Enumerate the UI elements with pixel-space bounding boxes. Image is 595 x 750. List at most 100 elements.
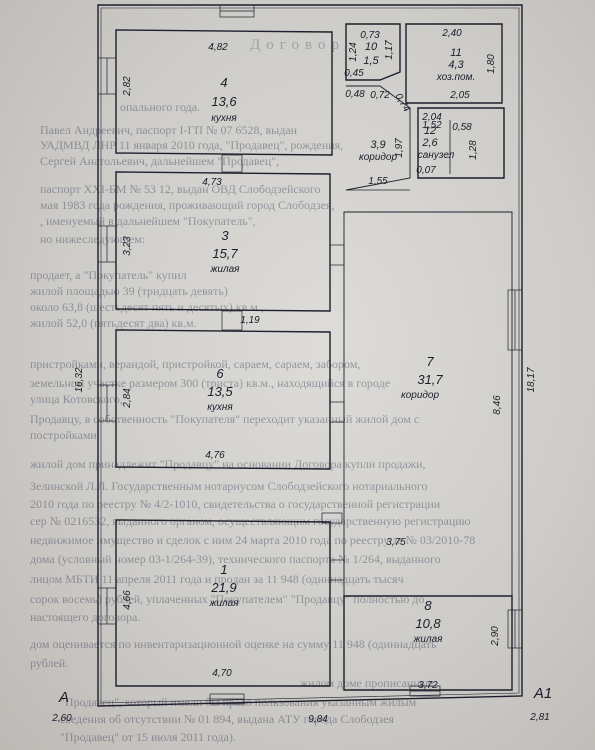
dim-r7-side: 8,46: [492, 395, 503, 415]
room-3-name: жилая: [210, 264, 241, 275]
room-4-number: 4: [220, 75, 227, 90]
dim-r3-bottom: 1,19: [240, 315, 260, 326]
corridor-7-number: 7: [426, 354, 434, 369]
axis-label-left: А: [58, 689, 69, 706]
doc-line: мая 1983 года рождения, проживающий горо…: [40, 198, 335, 212]
dim-r8-top: 3,75: [386, 537, 406, 548]
dim-corner-right: 2,81: [529, 712, 549, 723]
doc-line: земельном участке размером 300 (триста) …: [30, 376, 391, 390]
door-icon: [221, 154, 243, 173]
doc-line: 2010 года по реестру № 4/2-1010, свидете…: [30, 497, 441, 511]
dim-r10-a: 1,24: [348, 42, 359, 62]
corridor-7-name: коридор: [401, 390, 439, 401]
axis-label-right: А1: [533, 685, 552, 702]
room-12-area: 2,6: [421, 137, 438, 149]
dim-r12-c: 0,58: [452, 122, 472, 133]
doc-line: жилом доме прописанные: [300, 676, 434, 690]
doc-line: лицом МБТИ 11 апреля 2011 года и продан …: [30, 572, 404, 586]
dim-r10-d: 0,45: [344, 68, 364, 79]
dim-total-left: 16,32: [74, 367, 85, 392]
room-4-outline: [115, 29, 333, 156]
document-title-fragment: Договор: [250, 37, 345, 53]
room-4-area: 13,6: [211, 94, 237, 109]
room-3-number: 3: [221, 228, 229, 243]
door-icon: [329, 559, 345, 581]
room-1-outline: [115, 519, 331, 687]
corridor-small-area: 3,9: [370, 139, 385, 151]
room-6-number: 6: [216, 366, 224, 381]
dim-r11-bottom: 2,05: [449, 90, 470, 101]
doc-line: Павел Андреевич, паспорт I-ГП № 07 6528,…: [40, 123, 298, 137]
doc-line: Зелинской Л.Л. Государственным нотариусо…: [30, 479, 428, 493]
dim-r12-d: 0,07: [416, 165, 436, 176]
dim-r1-side: 4,66: [122, 590, 133, 610]
dim-corr-a: 0,48: [345, 89, 365, 100]
doc-line: "Продавец" от 15 июля 2011 года).: [60, 730, 236, 744]
doc-line: Сергей Анатольевич, дальнейшем "Продавец…: [40, 154, 280, 168]
room-10-outline: [345, 23, 401, 81]
room-11-name: хоз.пом.: [436, 72, 475, 83]
dim-r6-side: 2,84: [122, 388, 133, 409]
doc-line: постройками.: [30, 428, 100, 442]
dim-r10-c: 1,17: [384, 40, 395, 60]
dim-corr-b: 0,72: [370, 90, 390, 101]
room-8-area: 10,8: [415, 616, 441, 631]
dim-r6-bottom: 4,76: [205, 450, 225, 461]
dim-r11-top: 2,40: [441, 28, 462, 39]
doc-line: дом оценивается по инвентаризационной оц…: [30, 637, 437, 651]
room-1-name: жилая: [209, 598, 240, 609]
doc-line: продает, а "Покупатель" купил: [30, 268, 187, 282]
room-11-area: 4,3: [448, 59, 464, 71]
room-12-outline: [417, 107, 505, 179]
doc-line: опального года.: [120, 100, 201, 114]
doc-line: недвижимое имущество и сделок с ним 24 м…: [30, 533, 476, 547]
room-1-area: 21,9: [210, 580, 236, 595]
doc-line: рублей.: [30, 656, 69, 670]
room-1-number: 1: [220, 562, 227, 577]
room-8-name: жилая: [413, 634, 444, 645]
dim-r12-e: 1,28: [468, 140, 479, 160]
dim-r10-b: 0,73: [360, 30, 380, 41]
corridor-7-outline: [343, 211, 513, 597]
dim-r3-side: 3,23: [122, 236, 133, 256]
doc-line: , именуемый в дальнейшем "Покупатель",: [40, 214, 256, 228]
doc-line: жилой площадью 39 (тридцать девять): [30, 284, 228, 298]
dim-r12-b: 1,52: [422, 120, 442, 131]
doc-line: улица Котовского,: [30, 392, 123, 406]
door-icon: [321, 512, 343, 524]
door-icon: [329, 244, 345, 266]
room-12-name: санузел: [418, 150, 455, 161]
room-11-number: 11: [450, 47, 461, 59]
dim-corner-left: 2,60: [51, 713, 72, 724]
room-3-outline: [115, 171, 331, 312]
dim-total-right: 18,17: [526, 367, 537, 392]
dim-corr-d: 1,97: [394, 138, 405, 158]
corridor-small-outline: [345, 85, 411, 191]
doc-line: сорок восемь) рублей, уплаченных "Покупа…: [30, 592, 425, 606]
room-4-name: кухня: [211, 113, 237, 124]
dim-r1-bottom: 4,70: [212, 668, 232, 679]
room-8-number: 8: [424, 598, 432, 613]
room-6-name: кухня: [207, 402, 233, 413]
room-8-outline: [343, 595, 513, 691]
corridor-7-area: 31,7: [417, 372, 443, 387]
dim-corr-c: 0,74: [393, 92, 412, 115]
dim-r8-side: 2,90: [490, 626, 501, 647]
doc-line: пристройками, верандой, пристройкой, сар…: [30, 357, 361, 371]
room-10-number: 10: [365, 41, 378, 53]
doc-line: жилой 52,0 (пятьдесят два) кв.м.: [30, 316, 197, 330]
doc-line: настоящего договора.: [30, 610, 141, 624]
outer-wall: [97, 4, 523, 707]
doc-line: дома (условный номер 03-1/264-39), техни…: [30, 552, 441, 566]
room-11-outline: [405, 23, 503, 104]
corridor-small-name: коридор: [359, 152, 397, 163]
dim-r8-bottom: 3,72: [418, 680, 438, 691]
room-10-area: 1,5: [363, 55, 379, 67]
dim-r3-top: 4,73: [202, 177, 222, 188]
outer-wall-inner: [100, 7, 520, 704]
doc-line: паспорт ХХІ-БМ № 53 12, выдан ОВД Слобод…: [40, 182, 321, 196]
dim-r4-side: 2,82: [122, 76, 133, 97]
doc-line: но нижеследующем:: [40, 232, 146, 246]
